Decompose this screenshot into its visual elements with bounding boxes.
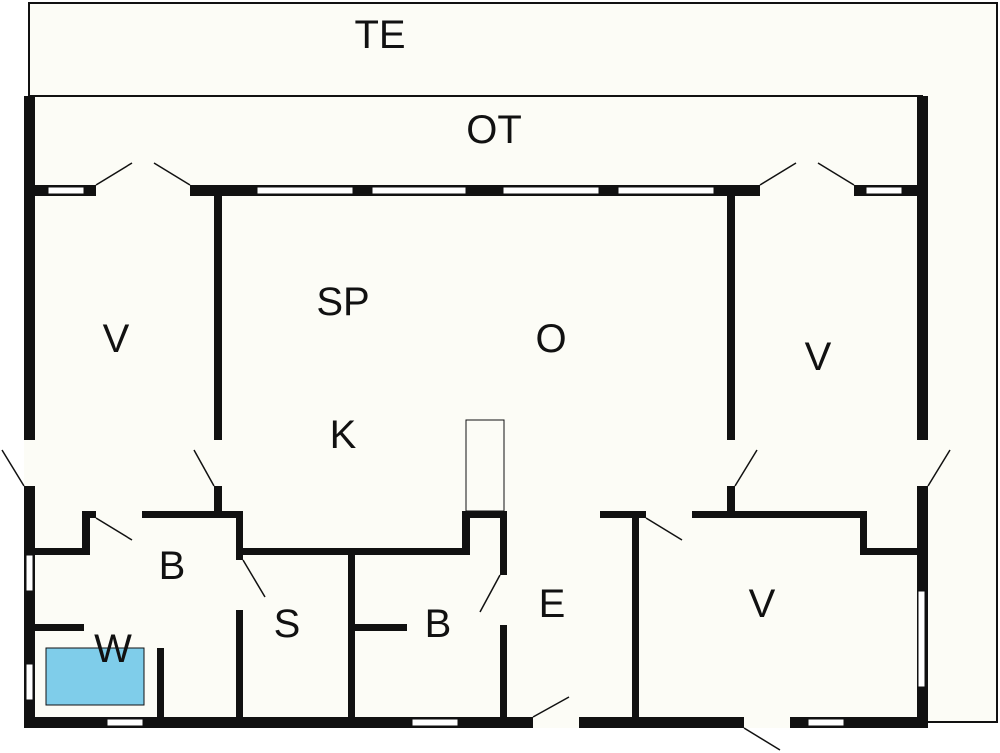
label-bedroom-bottom-right: V <box>749 582 776 626</box>
door-swings <box>1 162 951 751</box>
label-wc: W <box>94 627 132 671</box>
label-entrance: E <box>539 582 566 626</box>
door-openings <box>24 185 928 728</box>
label-terrace: TE <box>354 13 405 57</box>
label-bath-left: B <box>159 544 186 588</box>
label-living: SP <box>316 280 369 324</box>
label-bedroom-top-right: V <box>805 335 832 379</box>
label-open-area: O <box>535 317 566 361</box>
label-sauna: S <box>274 602 301 646</box>
windows <box>25 186 926 727</box>
label-bedroom-top-left: V <box>103 317 130 361</box>
bathtub <box>45 647 145 706</box>
label-bath-middle: B <box>425 602 452 646</box>
outer-walls <box>24 96 928 728</box>
label-kitchen: K <box>330 413 357 457</box>
label-covered-terrace: OT <box>466 108 522 152</box>
